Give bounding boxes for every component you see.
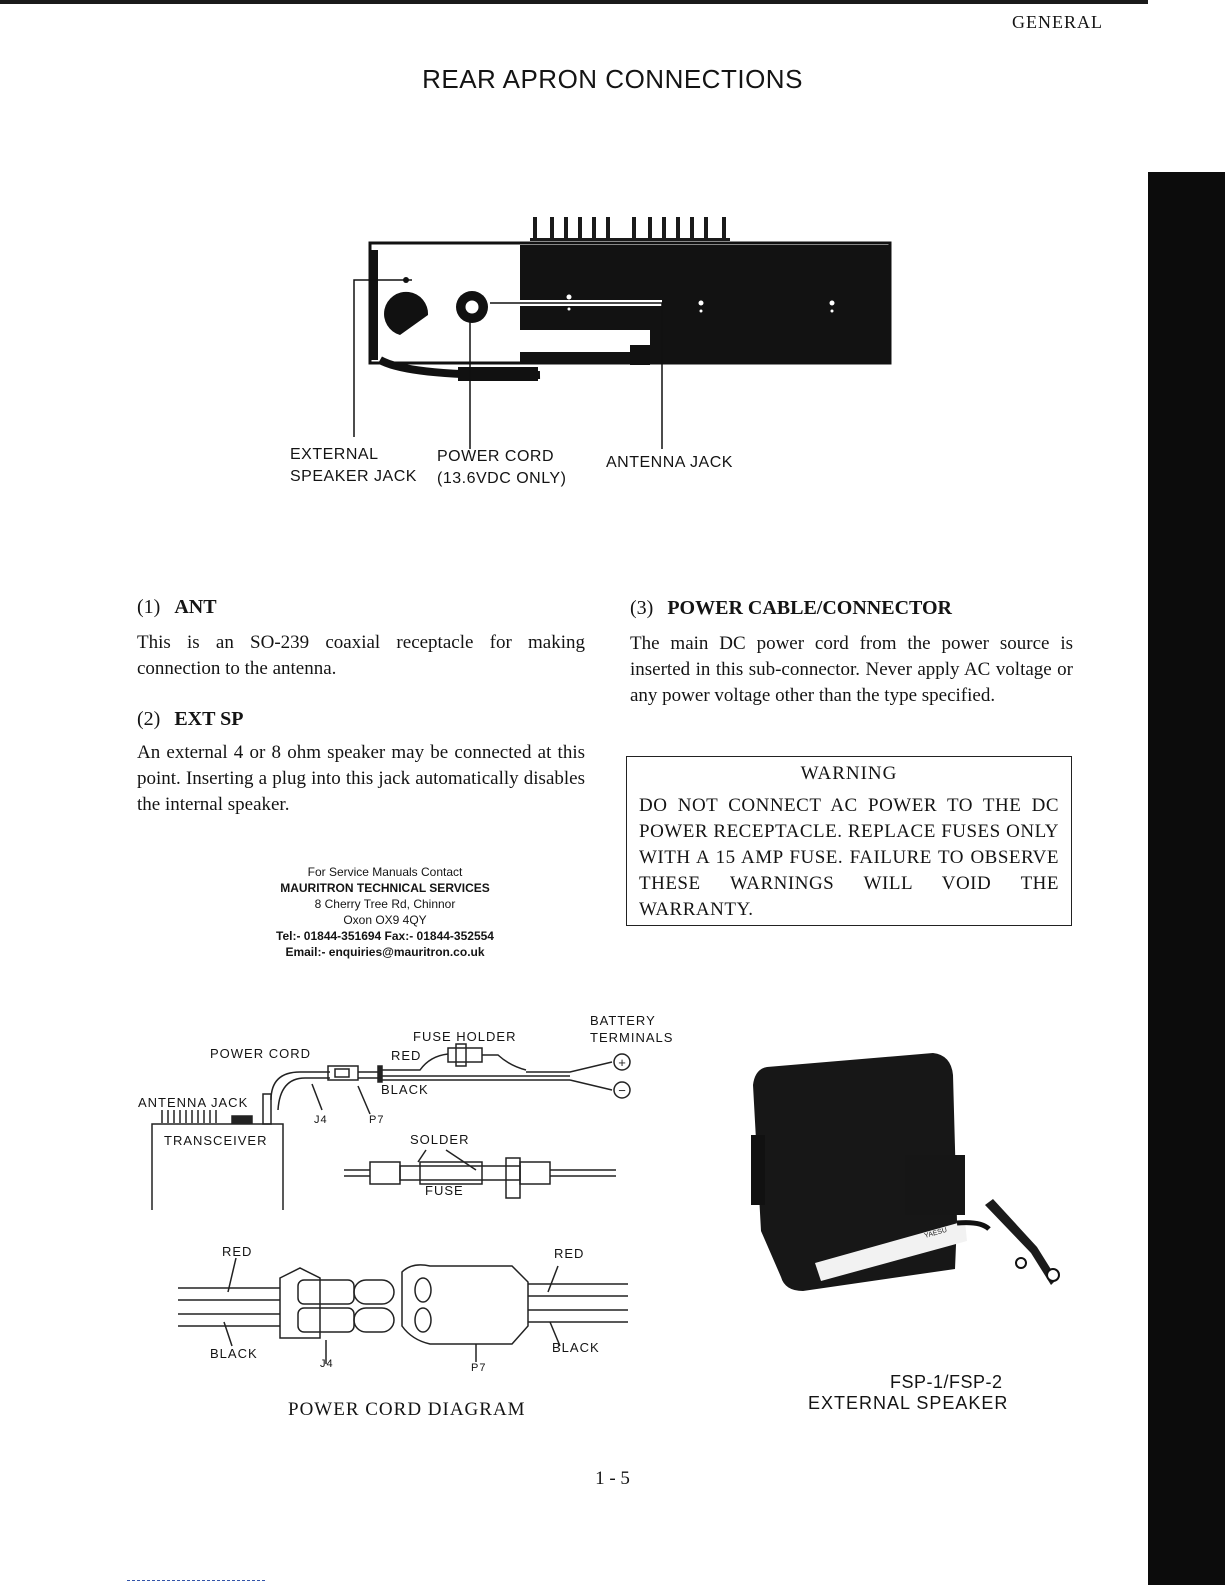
- section-ext-sp-title: EXT SP: [174, 708, 244, 730]
- section-ext-sp-number: (2): [137, 708, 161, 730]
- warning-title: WARNING: [800, 763, 898, 784]
- top-rule: [0, 0, 1148, 4]
- label-red-left: RED: [222, 1244, 253, 1259]
- label-j4-bottom: J4: [320, 1358, 334, 1370]
- service-contact-stamp: For Service Manuals Contact MAURITRON TE…: [250, 864, 520, 960]
- antenna-jack-symbol: [161, 1110, 217, 1123]
- scan-edge-bar: [1148, 172, 1225, 1585]
- section-ext-sp-heading: (2) EXT SP: [137, 708, 243, 731]
- label-antenna-jack: ANTENNA JACK: [138, 1095, 249, 1110]
- power-cord-diagram: + −: [151, 1043, 631, 1364]
- callout-power-cord: POWER CORD (13.6VDC ONLY): [437, 446, 566, 490]
- label-terminals: TERMINALS: [590, 1030, 674, 1045]
- label-black-left: BLACK: [210, 1346, 258, 1361]
- rear-apron-illustration: [353, 217, 892, 449]
- label-power-cord: POWER CORD: [210, 1046, 311, 1061]
- callout-power-cord-line1: POWER CORD: [437, 448, 554, 465]
- heatsink-fins: [530, 217, 730, 241]
- warning-text: DO NOT CONNECT AC POWER TO THE DC POWER …: [639, 795, 1059, 920]
- label-black-right: BLACK: [552, 1340, 600, 1355]
- label-fuse-holder: FUSE HOLDER: [413, 1029, 517, 1044]
- section-header: GENERAL: [1012, 12, 1103, 32]
- speaker-caption: EXTERNAL SPEAKER: [808, 1393, 1009, 1413]
- label-black-top: BLACK: [381, 1082, 429, 1097]
- label-transceiver: TRANSCEIVER: [164, 1133, 268, 1148]
- label-red-right: RED: [554, 1246, 585, 1261]
- minus-terminal-icon: −: [618, 1083, 626, 1098]
- callout-ext-speaker-line1: EXTERNAL: [290, 446, 379, 463]
- section-ant-title: ANT: [174, 596, 217, 618]
- contact-line-6: Email:- enquiries@mauritron.co.uk: [285, 945, 485, 959]
- section-ext-sp-body: An external 4 or 8 ohm speaker may be co…: [137, 742, 585, 815]
- external-speaker-illustration: YAESU: [751, 1053, 1060, 1291]
- transceiver-box: [151, 1123, 284, 1210]
- plus-terminal-icon: +: [618, 1055, 626, 1070]
- section-ant-number: (1): [137, 596, 161, 618]
- label-j4-top: J4: [314, 1114, 328, 1126]
- callout-power-cord-line2: (13.6VDC ONLY): [437, 470, 567, 487]
- contact-line-5: Tel:- 01844-351694 Fax:- 01844-352554: [276, 929, 494, 943]
- power-cord-diagram-caption: POWER CORD DIAGRAM: [288, 1399, 526, 1420]
- section-ant-body: This is an SO-239 coaxial receptacle for…: [137, 632, 585, 679]
- contact-line-2: MAURITRON TECHNICAL SERVICES: [280, 881, 490, 895]
- callout-ext-speaker-jack: EXTERNAL SPEAKER JACK: [290, 444, 417, 488]
- speaker-model: FSP-1/FSP-2: [890, 1372, 1003, 1392]
- section-ant-heading: (1) ANT: [137, 596, 217, 619]
- label-fuse: FUSE: [425, 1183, 464, 1198]
- label-p7-top: P7: [369, 1114, 385, 1126]
- label-p7-bottom: P7: [471, 1362, 487, 1374]
- page-title: REAR APRON CONNECTIONS: [422, 64, 803, 94]
- section-power-heading: (3) POWER CABLE/CONNECTOR: [630, 597, 952, 620]
- callout-lines: [353, 279, 663, 449]
- contact-line-3: 8 Cherry Tree Rd, Chinnor: [314, 897, 456, 911]
- section-power-number: (3): [630, 597, 654, 619]
- contact-line-4: Oxon OX9 4QY: [343, 913, 427, 927]
- section-power-title: POWER CABLE/CONNECTOR: [667, 597, 952, 619]
- label-red-top: RED: [391, 1048, 422, 1063]
- warning-box: WARNING DO NOT CONNECT AC POWER TO THE D…: [626, 756, 1072, 926]
- callout-antenna-jack: ANTENNA JACK: [606, 454, 733, 471]
- page-number: 1 - 5: [595, 1468, 630, 1489]
- contact-line-1: For Service Manuals Contact: [307, 865, 463, 879]
- label-solder: SOLDER: [410, 1132, 470, 1147]
- section-power-body: The main DC power cord from the power so…: [630, 633, 1073, 706]
- bottom-link-underline: [127, 1579, 265, 1581]
- label-battery: BATTERY: [590, 1013, 656, 1028]
- callout-ext-speaker-line2: SPEAKER JACK: [290, 468, 417, 485]
